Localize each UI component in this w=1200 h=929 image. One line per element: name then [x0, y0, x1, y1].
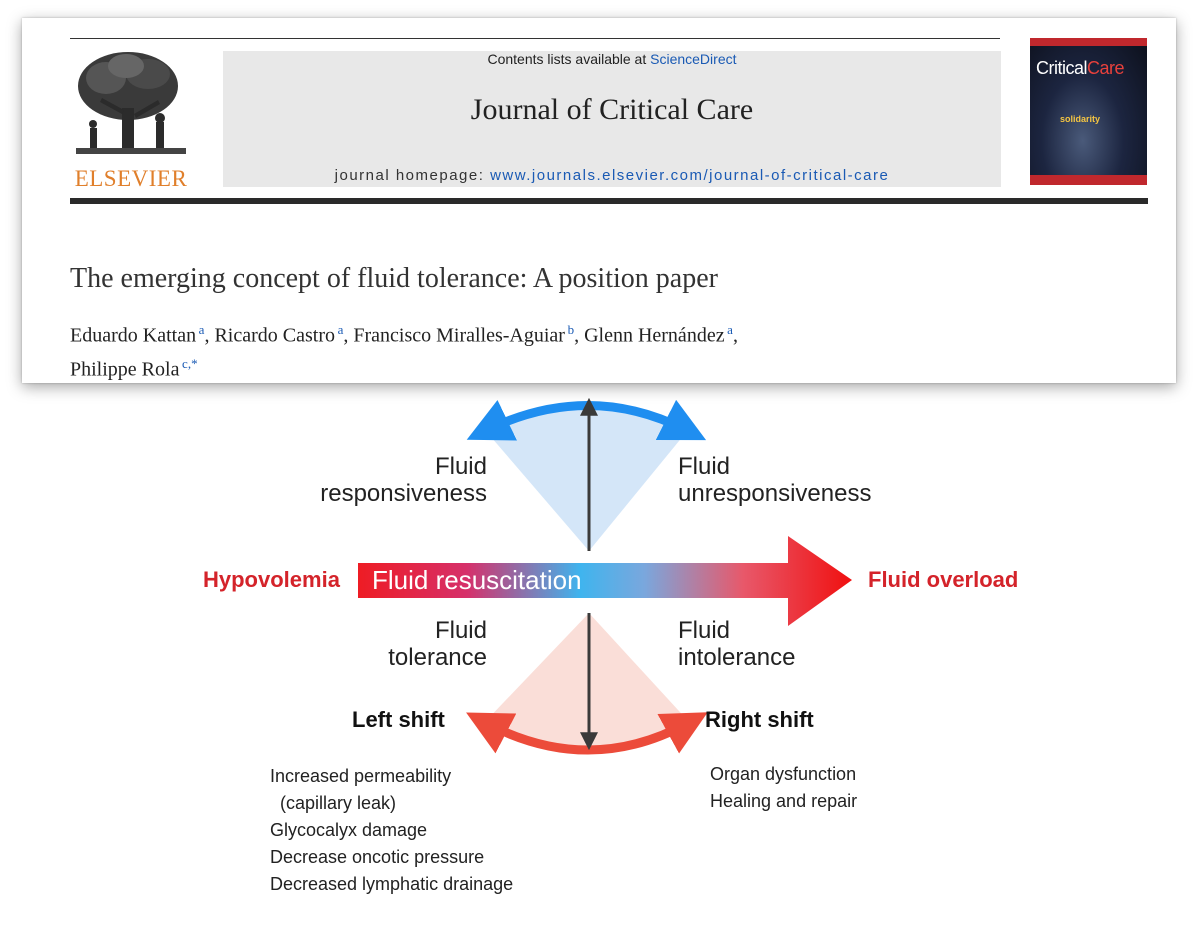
fluid-responsiveness-line2: responsiveness [320, 480, 487, 507]
paper-title: The emerging concept of fluid tolerance:… [70, 263, 718, 294]
sciencedirect-link[interactable]: ScienceDirect [650, 51, 737, 67]
contents-prefix: Contents lists available at [487, 51, 651, 67]
fluid-overload-label: Fluid overload [868, 567, 1019, 592]
cover-journal-name: CriticalCare [1036, 58, 1125, 78]
fluid-tolerance-diagram: Fluid resuscitation Hypovolemia Fluid ov… [0, 383, 1200, 929]
fluid-unresponsiveness-line1: Fluid [678, 453, 731, 480]
journal-cover-image: CriticalCare solidarity [1030, 38, 1147, 185]
fluid-intolerance-label: Fluid intolerance [678, 617, 795, 671]
publisher-logo-text: ELSEVIER [74, 166, 188, 191]
fluid-responsiveness-line1: Fluid [434, 453, 487, 480]
header-divider [70, 198, 1148, 204]
right-shift-factors: Organ dysfunction Healing and repair [710, 761, 857, 815]
right-shift-label: Right shift [705, 707, 814, 732]
cover-word: solidarity [1060, 114, 1101, 124]
author-separator: , [732, 324, 738, 347]
fluid-responsiveness-label: Fluid responsiveness [290, 453, 487, 507]
paper-header-card: ELSEVIER Contents lists available at Sci… [22, 18, 1176, 383]
resuscitation-arrow [358, 536, 852, 626]
cover-top-band [1030, 38, 1147, 46]
left-factor-item: Increased permeability [270, 766, 452, 786]
journal-homepage: journal homepage: www.journals.elsevier.… [223, 167, 1001, 184]
author-separator: , [574, 324, 585, 347]
fluid-intolerance-line2: intolerance [678, 644, 796, 671]
author-affiliation[interactable]: a [334, 322, 344, 337]
fluid-tolerance-line1: Fluid [434, 617, 487, 644]
blue-fan [485, 404, 688, 551]
author-name: Philippe Rola [70, 358, 180, 381]
fluid-tolerance-line2: tolerance [388, 644, 487, 671]
elsevier-logo: ELSEVIER [66, 48, 196, 191]
journal-title: Journal of Critical Care [470, 93, 754, 126]
author-name: Eduardo Kattan [70, 324, 197, 347]
journal-banner: Contents lists available at ScienceDirec… [223, 51, 1001, 187]
left-factor-item: Glycocalyx damage [270, 820, 428, 840]
homepage-prefix: journal homepage: [334, 167, 491, 184]
red-fan [484, 613, 690, 749]
diagram-graphics [358, 397, 852, 755]
left-factor-item: Decrease oncotic pressure [270, 847, 485, 867]
fluid-resuscitation-label: Fluid resuscitation [372, 565, 582, 595]
contents-line: Contents lists available at ScienceDirec… [223, 51, 1001, 67]
author-list: Eduardo Kattan a, Ricardo Castro a, Fran… [70, 316, 1130, 383]
right-factor-item: Healing and repair [710, 791, 858, 811]
author-separator: , [343, 324, 354, 347]
left-shift-label: Left shift [352, 707, 445, 732]
author-name: Francisco Miralles-Aguiar [353, 324, 565, 347]
author-affiliation[interactable]: c,* [179, 355, 198, 371]
left-factor-item: (capillary leak) [280, 793, 397, 813]
left-factor-item: Decreased lymphatic drainage [270, 874, 514, 894]
fluid-unresponsiveness-label: Fluid unresponsiveness [678, 453, 871, 507]
fluid-tolerance-label: Fluid tolerance [290, 617, 487, 671]
fluid-unresponsiveness-line2: unresponsiveness [678, 480, 872, 507]
fluid-intolerance-line1: Fluid [678, 617, 731, 644]
author-name: Glenn Hernández [584, 324, 725, 347]
left-shift-factors: Increased permeability (capillary leak) … [270, 763, 513, 898]
tree-icon [76, 52, 186, 154]
right-factor-item: Organ dysfunction [710, 764, 857, 784]
author-affiliation[interactable]: a [196, 322, 205, 337]
author-affiliation[interactable]: a [724, 322, 733, 337]
author-name: Ricardo Castro [214, 324, 335, 347]
top-rule [70, 38, 1000, 39]
cover-bottom-band [1030, 175, 1147, 185]
homepage-link[interactable]: www.journals.elsevier.com/journal-of-cri… [490, 167, 890, 184]
author-affiliation[interactable]: b [564, 322, 575, 337]
hypovolemia-label: Hypovolemia [203, 567, 340, 592]
author-separator: , [204, 324, 215, 347]
